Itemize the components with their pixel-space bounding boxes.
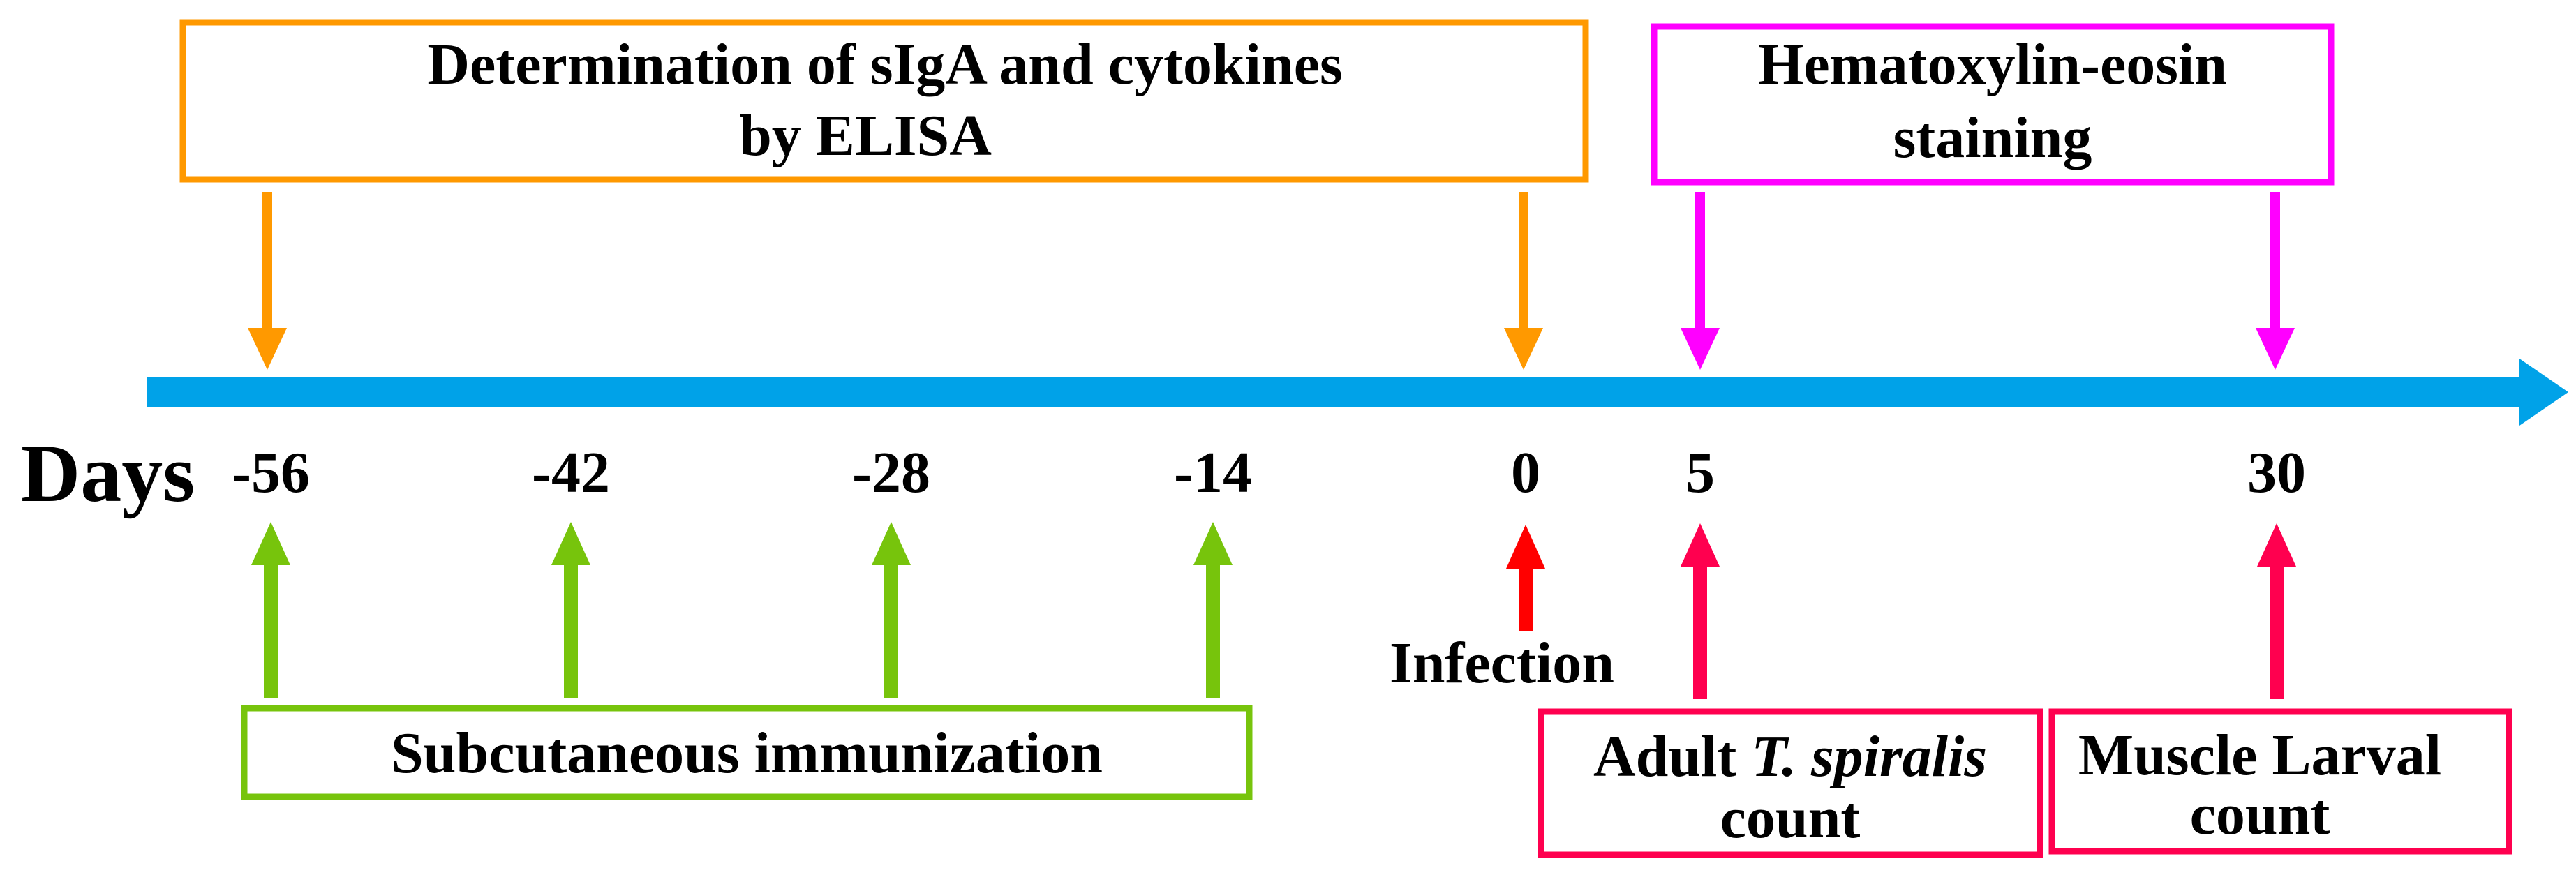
larva-count-group: Muscle Larval count [2048, 708, 2512, 855]
tick-label-minus-56: -56 [232, 440, 310, 505]
elisa-box [179, 19, 1589, 183]
he-box-line2: staining [1893, 105, 2092, 170]
tick-label-5: 5 [1685, 440, 1715, 505]
he-arrow-day-30 [2256, 192, 2295, 370]
adult-count-box-line2: count [1720, 786, 1861, 851]
he-group: Hematoxylin-eosin staining [1651, 23, 2335, 186]
larva-count-box-line1: Muscle Larval [2078, 723, 2441, 788]
elisa-arrow-day-0 [1504, 192, 1543, 370]
immunization-box [241, 705, 1253, 800]
tick-label-30: 30 [2247, 440, 2306, 505]
elisa-box-line2: by ELISA [739, 103, 992, 168]
he-arrow-day-5 [1681, 192, 1720, 370]
elisa-group: Determination of sIgA and cytokines by E… [179, 19, 1589, 183]
elisa-box-line1: Determination of sIgA and cytokines [427, 32, 1342, 97]
he-box-line1: Hematoxylin-eosin [1758, 32, 2227, 97]
immunization-arrow-day-42 [551, 522, 590, 698]
elisa-arrow-day-56 [248, 192, 287, 370]
timeline-arrowhead [2519, 359, 2568, 426]
he-box [1651, 23, 2335, 186]
larva-count-box-line2: count [2190, 782, 2330, 847]
adult-count-prefix: Adult [1593, 724, 1751, 789]
infection-arrow [1506, 525, 1545, 631]
larva-count-box [2048, 708, 2512, 855]
days-label: Days [21, 428, 195, 519]
immunization-arrow-day-14 [1193, 522, 1233, 698]
adult-count-box-line1: Adult T. spiralis [1593, 724, 1987, 789]
immunization-group: Subcutaneous immunization [241, 705, 1253, 800]
adult-count-species: T. spiralis [1751, 724, 1987, 789]
tick-label-0: 0 [1511, 440, 1540, 505]
timeline-shaft [147, 377, 2533, 407]
immunization-arrow-day-56 [251, 522, 290, 698]
tick-label-minus-42: -42 [532, 440, 610, 505]
timeline-axis [147, 359, 2568, 426]
tick-label-minus-28: -28 [852, 440, 930, 505]
count-arrow-day-5 [1681, 523, 1720, 699]
infection-label: Infection [1390, 631, 1614, 696]
immunization-box-label: Subcutaneous immunization [391, 721, 1103, 786]
adult-count-group: Adult T. spiralis count [1538, 708, 2043, 858]
adult-count-box [1538, 708, 2043, 858]
immunization-arrow-day-28 [872, 522, 911, 698]
tick-label-minus-14: -14 [1174, 440, 1252, 505]
count-arrow-day-30 [2257, 523, 2296, 699]
